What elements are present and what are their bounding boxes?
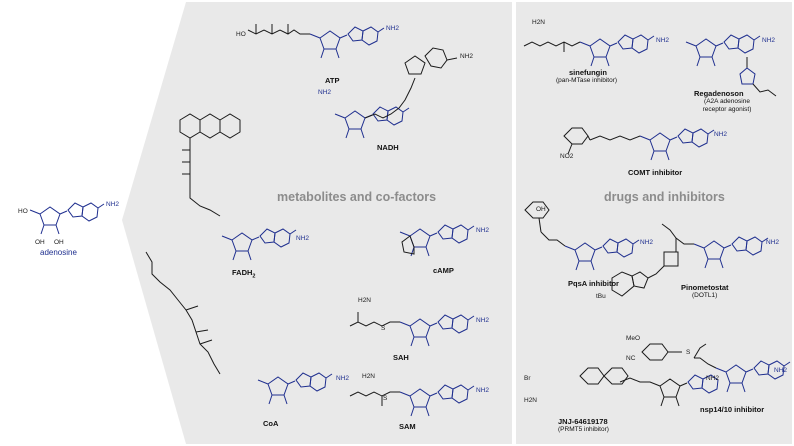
pinometostat-desc: (DOTL1) (692, 292, 718, 299)
atom-s: S (383, 395, 388, 402)
nadh-structure (334, 47, 458, 139)
pqsa-structure (524, 201, 640, 271)
jnj-desc: (PRMT5 inhibitor) (558, 426, 609, 433)
regadenoson-desc: (A2A adenosine receptor agonist) (702, 98, 752, 113)
atom-oh: OH (35, 239, 45, 246)
sinefungin-desc: (pan-MTase inhibitor) (556, 77, 618, 84)
fadh2-label: FADH2 (232, 268, 255, 280)
atom-nh2: NH2 (766, 239, 779, 246)
nadh-label: NADH (377, 143, 399, 152)
atom-h2n: H2N (524, 397, 537, 404)
camp-structure (399, 224, 475, 257)
fadh2-name: FADH (232, 268, 253, 277)
adenosine-label: adenosine (40, 248, 77, 257)
sah-structure (349, 312, 475, 347)
atom-ho: HO (236, 31, 246, 38)
atom-nh2: NH2 (762, 37, 775, 44)
atom-s: S (686, 349, 691, 356)
atom-h2n: H2N (362, 373, 375, 380)
atom-nh2: NH2 (476, 317, 489, 324)
adenosine-structure (29, 202, 105, 235)
sam-label: SAM (399, 422, 416, 431)
metabolites-heading: metabolites and co-factors (277, 190, 437, 204)
atom-nh2: NH2 (640, 239, 653, 246)
atp-structure (247, 24, 385, 59)
atp-label: ATP (325, 76, 340, 85)
atom-nh2: NH2 (476, 387, 489, 394)
fadh2-structure (179, 113, 241, 217)
atom-oh: OH (536, 206, 546, 213)
comt-structure (563, 127, 715, 161)
metabolites-panel (122, 2, 512, 444)
nsp-structure (641, 343, 791, 393)
pqsa-label: PqsA inhibitor (568, 279, 619, 288)
atom-oh: OH (54, 239, 64, 246)
atom-nh2: NH2 (774, 367, 787, 374)
atom-nh2: NH2 (460, 53, 473, 60)
atom-meo: MeO (626, 335, 640, 342)
drugs-heading: drugs and inhibitors (604, 190, 725, 204)
fadh2-subscript: 2 (252, 273, 256, 280)
sinefungin-label: sinefungin (569, 68, 607, 77)
atom-nh2: NH2 (656, 37, 669, 44)
atom-no2: NO2 (560, 153, 574, 160)
atom-ho: HO (18, 208, 28, 215)
atom-nh2: NH2 (476, 227, 489, 234)
atom-nh2: NH2 (106, 201, 119, 208)
atom-nh2: NH2 (318, 89, 331, 96)
atom-br: Br (524, 375, 531, 382)
drugs-panel (516, 2, 792, 444)
coa-chain (145, 251, 221, 375)
regadenoson-structure (685, 34, 777, 97)
regadenoson-label: Regadenoson (694, 89, 744, 98)
sinefungin-structure (523, 34, 655, 67)
camp-label: cAMP (433, 266, 454, 275)
atom-nh2: NH2 (706, 375, 719, 382)
nsp-label: nsp14/10 inhibitor (700, 405, 765, 414)
atom-nc: NC (626, 355, 636, 362)
sah-label: SAH (393, 353, 409, 362)
atom-labels: HO NH2 OH OH HO NH2 NH2 NH2 NH2 NH2 H2N … (18, 19, 787, 404)
atom-tbu: tBu (596, 293, 606, 300)
coa-label: CoA (263, 419, 279, 428)
pinometostat-label: Pinometostat (681, 283, 729, 292)
atom-nh2: NH2 (296, 235, 309, 242)
atom-nh2: NH2 (386, 25, 399, 32)
atom-s: S (381, 325, 386, 332)
jnj-label: JNJ-64619178 (558, 417, 608, 426)
atom-h2n: H2N (358, 297, 371, 304)
atom-nh2: NH2 (336, 375, 349, 382)
jnj-structure (579, 367, 719, 407)
atom-h2n: H2N (532, 19, 545, 26)
sam-structure (349, 384, 475, 417)
pinometostat-structure (611, 223, 769, 297)
comt-label: COMT inhibitor (628, 168, 683, 177)
atom-nh2: NH2 (714, 131, 727, 138)
